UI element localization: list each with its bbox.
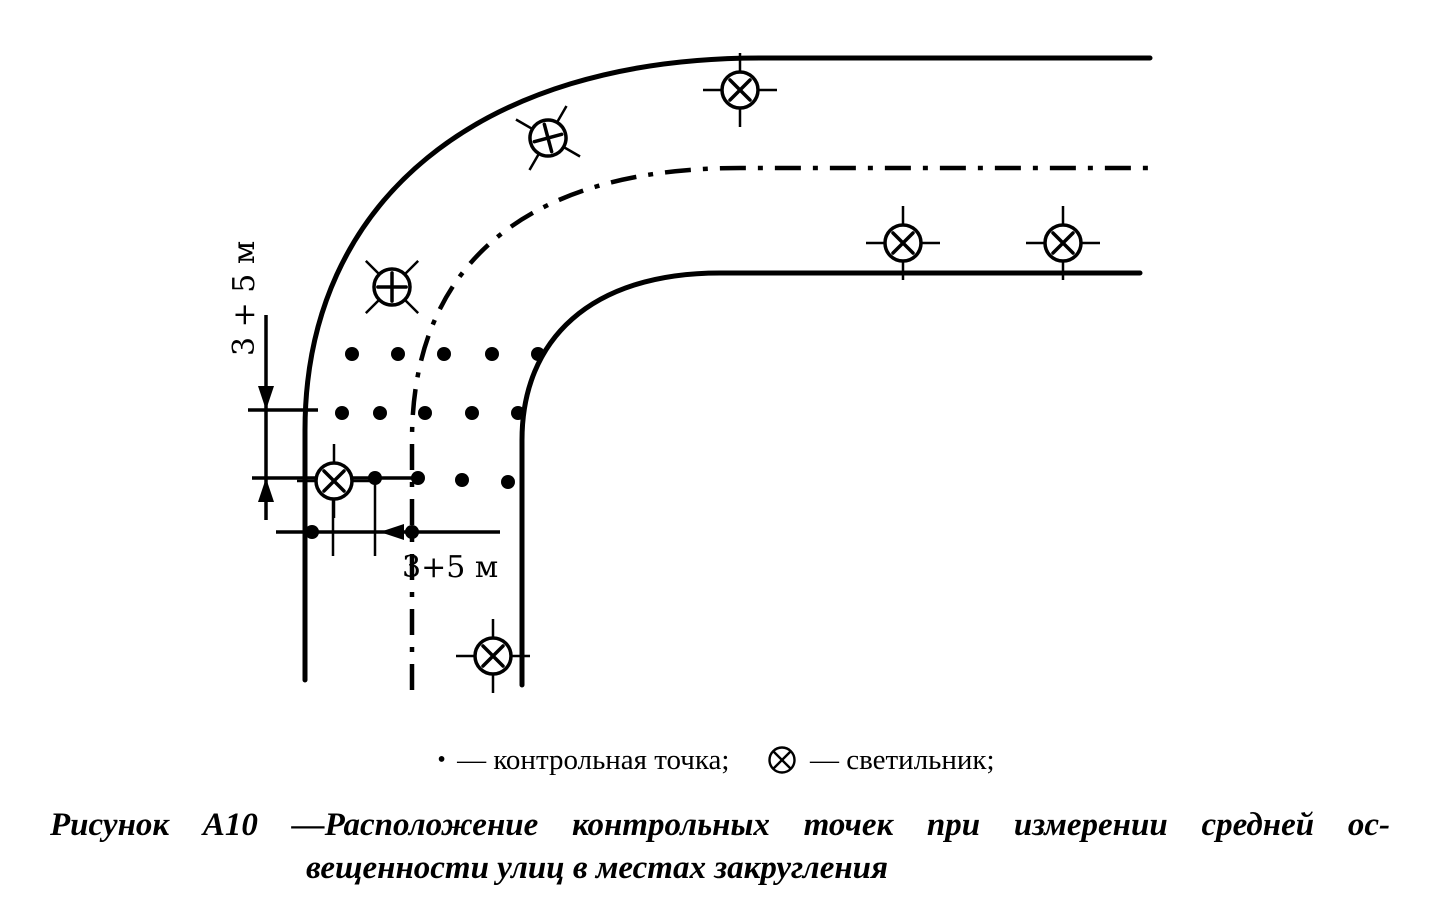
control-point [531,347,545,361]
control-point [368,471,382,485]
luminaire-icon [515,105,581,171]
control-point [373,406,387,420]
road-center-axis [409,165,1150,690]
control-point [305,525,319,539]
control-point [418,406,432,420]
caption-line-2: вещенности улиц в местах закругления [306,850,889,886]
control-point [391,347,405,361]
dim-arrow-down [258,386,274,410]
luminaire-icon [866,206,940,280]
luminaire-icon [364,259,420,315]
control-point-legend-symbol: • [437,746,446,773]
control-point-legend-label: — контрольная точка; [457,743,730,776]
luminaires [297,53,1100,693]
figure-caption: Рисунок А10 —Расположение контрольных то… [50,804,1390,890]
control-point [437,347,451,361]
control-point [345,347,359,361]
caption-line-1: Рисунок А10 —Расположение контрольных то… [50,807,1390,843]
control-point [501,475,515,489]
dim-arrow-left [380,524,404,540]
control-point [511,406,525,420]
legend: • — контрольная точка; — светильник; [0,742,1432,782]
control-point [455,473,469,487]
luminaire-icon [703,53,777,127]
horizontal-spacing-label: 3+5 м [402,550,498,585]
luminaire-icon [456,619,530,693]
road-outer-edge [302,55,1153,683]
control-point [405,525,419,539]
road-inner-edge [519,270,1143,688]
control-point [485,347,499,361]
control-point [465,406,479,420]
vertical-spacing-label: 3 + 5 м [227,241,262,356]
luminaire-legend-icon [768,746,796,775]
control-point [411,471,425,485]
dim-arrow-up [258,478,274,502]
luminaire-icon [1026,206,1100,280]
luminaire-legend-label: — светильник; [809,743,995,776]
control-points [305,347,545,539]
luminaire-icon [297,444,371,518]
control-point [335,406,349,420]
